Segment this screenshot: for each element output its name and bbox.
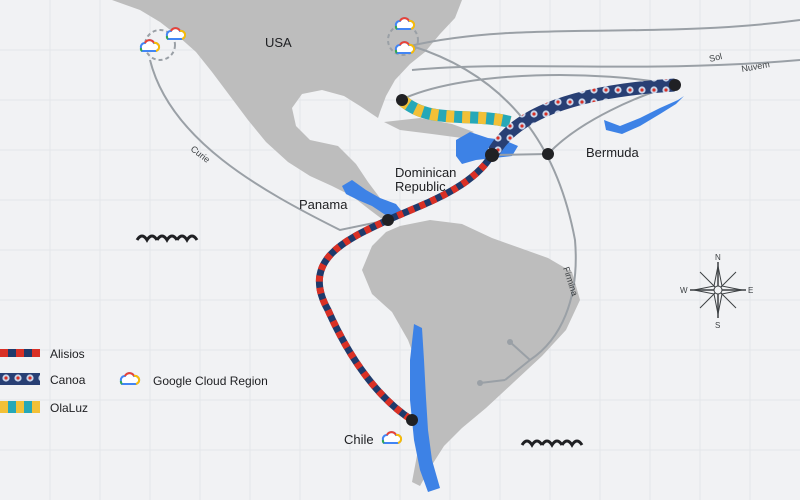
google-cloud-icon	[139, 39, 161, 52]
compass-south: S	[715, 321, 720, 330]
legend: Alisios Canoa OlaLuz Google Cloud Region	[0, 347, 268, 415]
node-brazil-2	[477, 380, 483, 386]
bermuda-link-cable	[404, 74, 676, 99]
label-dominican-republic-1: Dominican	[395, 165, 456, 180]
legend-swatch-olaluz	[0, 401, 40, 413]
cuba-island	[384, 118, 474, 138]
compass-rose-icon: N S E W	[680, 253, 753, 330]
node-brazil-1	[507, 339, 513, 345]
nuvem-cable	[411, 59, 800, 71]
curie-cable	[149, 59, 389, 232]
node-florida	[396, 94, 408, 106]
google-cloud-icon	[119, 372, 141, 385]
label-usa: USA	[265, 35, 292, 50]
node-panama	[382, 214, 394, 226]
wave-icon	[520, 439, 584, 448]
label-chile: Chile	[344, 432, 374, 447]
legend-label-google-cloud-region: Google Cloud Region	[153, 374, 268, 388]
legend-swatch-alisios	[0, 349, 40, 357]
google-cloud-icon	[394, 41, 416, 54]
cloud-region-chile	[381, 431, 403, 444]
google-cloud-icon	[394, 17, 416, 30]
legend-label-alisios: Alisios	[50, 347, 85, 361]
brazil-spur-1	[479, 379, 506, 384]
label-dominican-republic-2: Republic	[395, 179, 446, 194]
cloud-region-west-coast	[139, 27, 187, 61]
alisios-cable-overlay	[315, 153, 495, 423]
legend-label-canoa: Canoa	[50, 373, 86, 387]
google-cloud-icon	[165, 27, 187, 40]
canoa-cable	[486, 78, 676, 159]
label-panama: Panama	[299, 197, 348, 212]
firmina-cable	[411, 45, 577, 381]
landing-nodes	[382, 79, 681, 426]
bermuda-highlight	[604, 96, 684, 134]
label-nuvem: Nuvem	[741, 59, 771, 74]
chile-highlight	[410, 324, 440, 492]
compass-north: N	[715, 253, 721, 262]
label-bermuda: Bermuda	[586, 145, 640, 160]
existing-cables	[149, 19, 800, 384]
south-america-landmass	[362, 220, 580, 486]
panama-highlight	[342, 180, 404, 220]
node-dr-east	[542, 148, 554, 160]
node-chile	[406, 414, 418, 426]
cloud-ring	[144, 29, 176, 61]
node-dominican-republic	[485, 148, 499, 162]
cloud-region-east-coast	[387, 17, 419, 56]
label-sol: Sol	[708, 51, 723, 64]
sol-cable	[409, 19, 800, 47]
node-bermuda	[669, 79, 681, 91]
brazil-spur-2	[509, 341, 531, 361]
legend-swatch-canoa	[0, 373, 40, 385]
olaluz-cable-overlay	[398, 95, 512, 128]
compass-east: E	[748, 286, 753, 295]
dr-spur-cable	[491, 153, 549, 156]
north-america-landmass	[112, 0, 462, 222]
compass-west: W	[680, 286, 688, 295]
legend-label-olaluz: OlaLuz	[50, 401, 88, 415]
wave-icon	[135, 234, 199, 243]
